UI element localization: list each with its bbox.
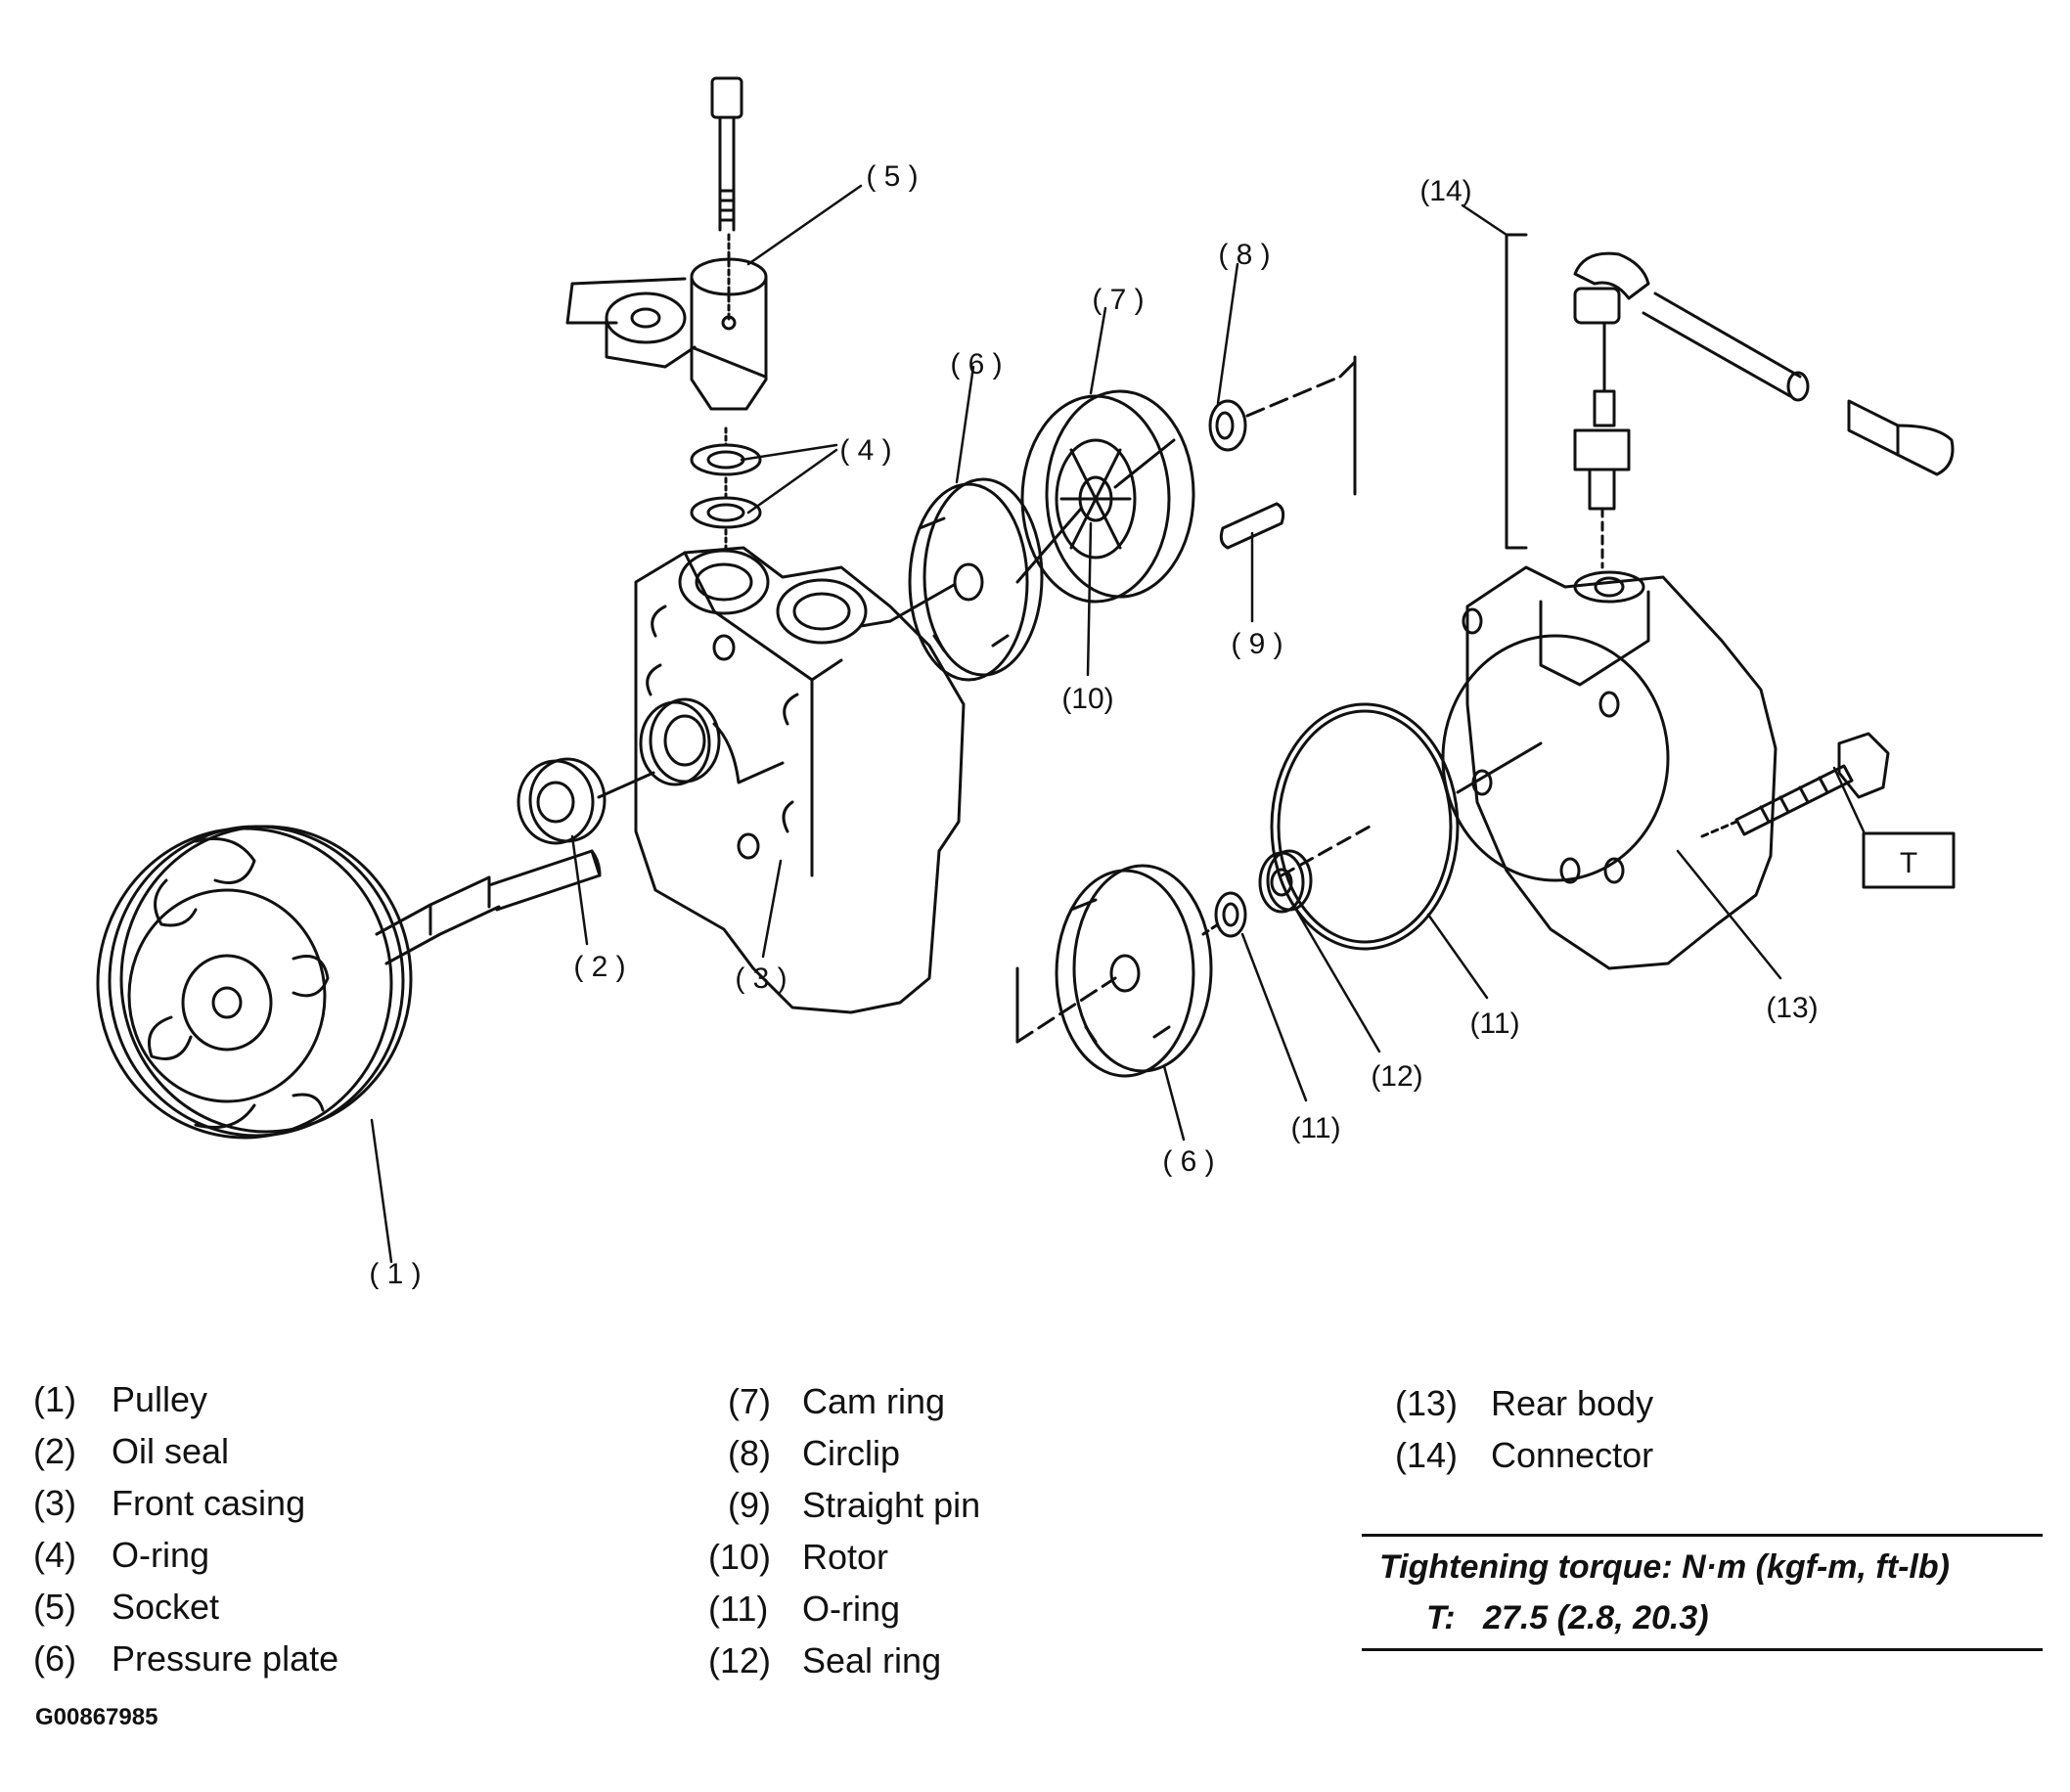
o-ring-small-part (1201, 891, 1247, 938)
legend-label: Rotor (802, 1537, 889, 1577)
cam-ring-part (1015, 389, 1195, 604)
legend-number: (1) (33, 1379, 76, 1419)
legend-label: Oil seal (112, 1431, 230, 1471)
callout-10: (10) (1061, 683, 1113, 715)
torque-value: 27.5 (2.8, 20.3) (1483, 1599, 1709, 1636)
legend-number: (2) (33, 1431, 76, 1471)
pressure-plate-upper-part (888, 477, 1044, 682)
pulley-part (96, 825, 602, 1140)
pressure-plate-lower-part (1015, 864, 1213, 1078)
legend-number: (14) (1395, 1435, 1459, 1475)
torque-label: T: (1426, 1599, 1456, 1636)
callout-2: ( 2 ) (573, 951, 625, 983)
legend-number: (7) (728, 1381, 771, 1421)
callout-9: ( 9 ) (1231, 628, 1282, 660)
legend-number: (3) (33, 1483, 76, 1523)
legend-number: (11) (708, 1589, 769, 1629)
rear-body-part (1441, 565, 1890, 970)
callout-12: (12) (1371, 1060, 1422, 1093)
callout-7: ( 7 ) (1092, 284, 1144, 316)
legend-label: Pulley (112, 1379, 208, 1419)
legend-number: (6) (33, 1638, 76, 1679)
circlip-part (1208, 355, 1357, 496)
figure-id: G00867985 (35, 1704, 158, 1730)
legend-number: (13) (1395, 1383, 1459, 1423)
o-ring-large-part (1270, 702, 1460, 951)
legend-label: O-ring (112, 1535, 210, 1575)
seal-ring-part (1258, 849, 1313, 914)
legend-label: Seal ring (802, 1640, 942, 1680)
legend-label: Pressure plate (112, 1638, 339, 1679)
connector-part (1505, 233, 1955, 569)
legend-label: Socket (112, 1587, 220, 1627)
legend-label: Rear body (1491, 1383, 1654, 1423)
o-ring-pair-part (690, 426, 762, 555)
torque-title: Tightening torque: N·m (kgf-m, ft-lb) (1379, 1548, 1950, 1586)
legend-number: (9) (728, 1485, 771, 1525)
callout-5: ( 5 ) (866, 160, 918, 193)
legend-number: (10) (708, 1537, 772, 1577)
callout-11-lower: (11) (1290, 1112, 1340, 1144)
front-casing-part (634, 546, 966, 1014)
legend-number: (12) (708, 1640, 772, 1680)
torque-marker-label: T (1900, 847, 1917, 879)
legend-number: (5) (33, 1587, 76, 1627)
legend-label: Cam ring (802, 1381, 946, 1421)
callout-3: ( 3 ) (735, 963, 787, 995)
callout-4: ( 4 ) (839, 434, 891, 467)
legend-label: O-ring (802, 1589, 901, 1629)
torque-marker-box (1862, 831, 1956, 889)
legend-label: Front casing (112, 1483, 306, 1523)
callout-8: ( 8 ) (1218, 239, 1270, 271)
legend-number: (4) (33, 1535, 76, 1575)
legend-label: Connector (1491, 1435, 1654, 1475)
tightening-torque-box: Tightening torque: N·m (kgf-m, ft-lb) T:… (1362, 1534, 2043, 1651)
oil-seal-part (517, 757, 655, 845)
callout-1: ( 1 ) (369, 1258, 421, 1290)
socket-part (565, 76, 768, 411)
callout-13: (13) (1766, 992, 1818, 1024)
legend-label: Circlip (802, 1433, 901, 1473)
callout-14: (14) (1419, 175, 1471, 207)
legend-number: (8) (728, 1433, 771, 1473)
callout-6-upper: ( 6 ) (950, 348, 1002, 381)
callout-11-upper: (11) (1469, 1008, 1519, 1040)
legend-label: Straight pin (802, 1485, 981, 1525)
straight-pin-part (1219, 502, 1285, 550)
callout-6-lower: ( 6 ) (1162, 1145, 1214, 1178)
